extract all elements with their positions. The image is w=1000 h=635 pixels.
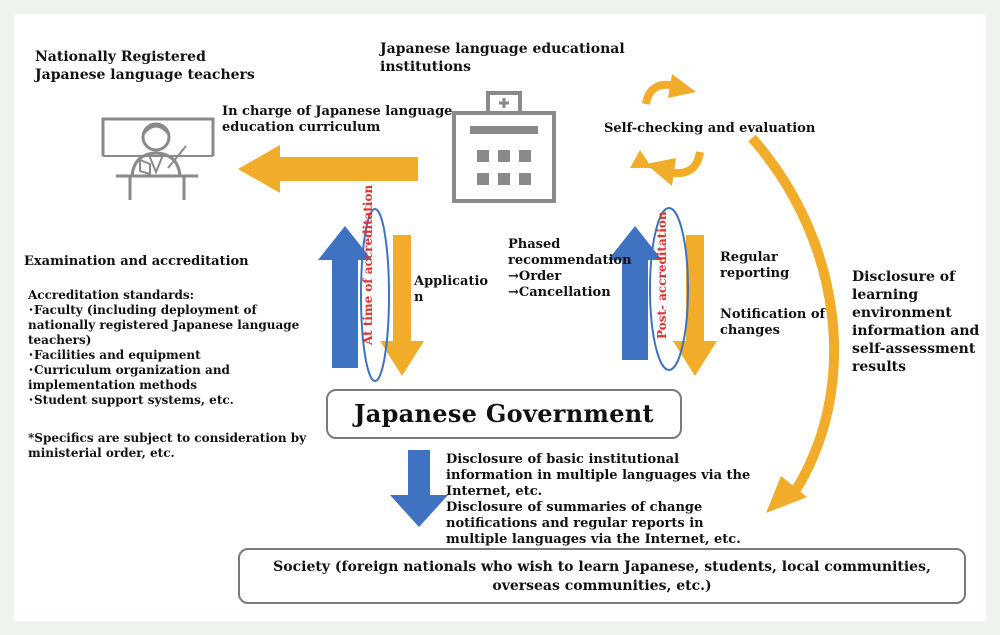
application-down-arrow [380, 235, 424, 376]
teacher-icon [101, 117, 215, 200]
at-time-ellipse [360, 208, 390, 382]
accreditation-standards: Accreditation standards: ･Faculty (inclu… [28, 288, 300, 407]
application-label: Applicatio n [414, 274, 489, 305]
exam-title: Examination and accreditation [24, 254, 249, 269]
notification-label: Notification of changes [720, 307, 826, 338]
specifics-note: *Specifics are subject to consideration … [28, 431, 307, 460]
phased-up-arrow [608, 226, 662, 360]
disclosure-curve-arrow [748, 134, 839, 499]
regular-reporting-label: Regular reporting [720, 250, 790, 281]
government-label: Japanese Government [354, 399, 654, 428]
at-time-label: At time of accreditation [361, 184, 375, 345]
society-box: Society (foreign nationals who wish to l… [238, 548, 966, 604]
disclosure-bottom-label: Disclosure of basic institutional inform… [446, 452, 751, 547]
cycle-arrows-icon [630, 74, 704, 186]
teachers-title: Nationally Registered Japanese language … [35, 49, 255, 83]
school-building-icon [452, 91, 556, 203]
phased-recommendation-label: Phased recommendation →Order →Cancellati… [508, 237, 632, 300]
curriculum-arrow [238, 145, 418, 193]
disclosure-right-label: Disclosure of learning environment infor… [852, 269, 980, 375]
diagram-panel [14, 14, 986, 621]
government-box: Japanese Government [326, 389, 682, 439]
society-label: Society (foreign nationals who wish to l… [273, 559, 931, 594]
curriculum-label: In charge of Japanese language education… [222, 104, 453, 135]
institutions-title: Japanese language educational institutio… [380, 41, 625, 75]
reporting-down-arrow [673, 235, 717, 376]
post-accreditation-label: Post- accreditation [655, 211, 669, 339]
disclosure-down-arrow [390, 450, 448, 527]
post-accreditation-ellipse [649, 207, 689, 371]
self-check-label: Self-checking and evaluation [604, 121, 816, 136]
accreditation-up-arrow [318, 226, 372, 368]
